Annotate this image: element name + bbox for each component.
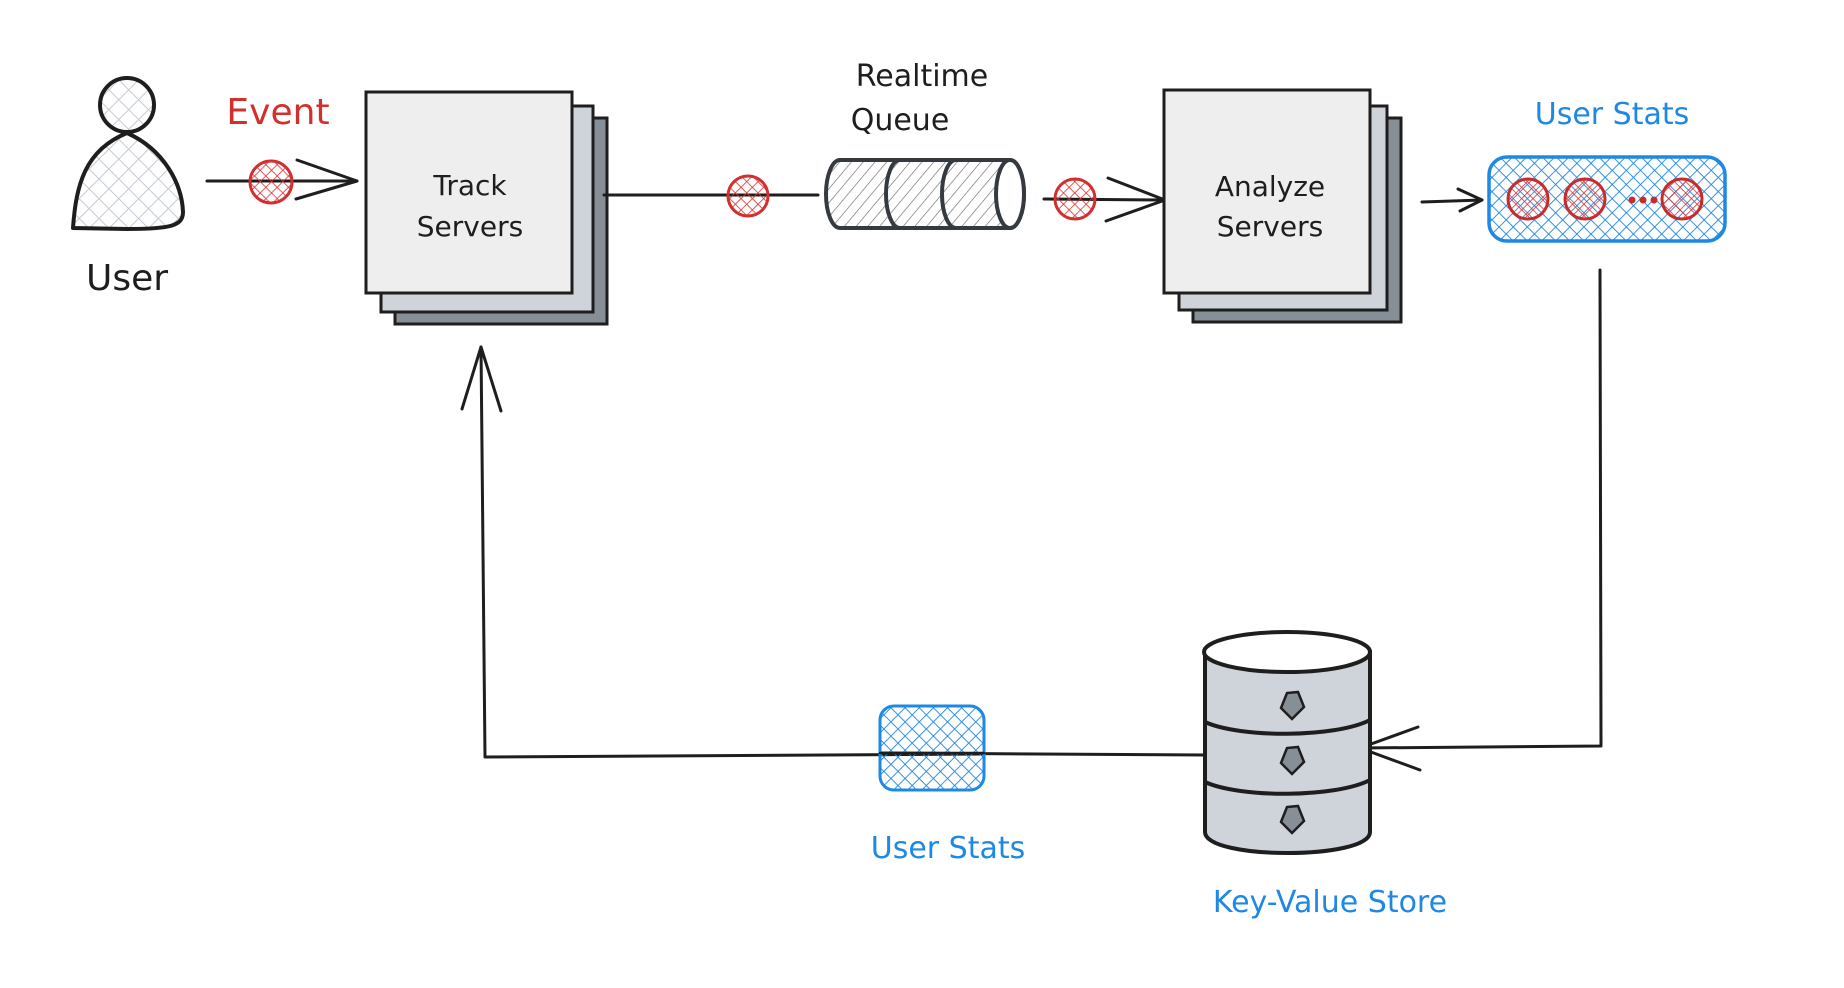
user-label: User — [86, 258, 168, 299]
event-dot — [248, 159, 294, 205]
queue-cylinder-icon — [824, 158, 1026, 230]
event-label: Event — [226, 92, 329, 133]
user-stats-bottom-label: User Stats — [871, 831, 1026, 866]
stat-item-dot — [1563, 177, 1607, 221]
kv-store-label: Key-Value Store — [1213, 885, 1447, 920]
ellipsis-dot — [1628, 196, 1636, 204]
user-stats-top-label: User Stats — [1535, 97, 1690, 132]
database-icon — [1202, 630, 1372, 855]
event-dot — [726, 174, 770, 218]
track-servers-label-line1: Track — [432, 169, 507, 202]
analyze-servers-label-line1: Analyze — [1215, 170, 1325, 203]
realtime-queue-node[interactable]: Realtime Queue — [824, 59, 1026, 230]
arrow-stats-to-kv-store — [1358, 268, 1603, 772]
user-stats-container — [1487, 155, 1727, 243]
user-stats-top-node[interactable]: User Stats — [1487, 97, 1727, 243]
track-servers-node[interactable]: Track Servers — [364, 90, 609, 326]
user-icon — [71, 76, 185, 231]
queue-label-line1: Realtime — [856, 59, 988, 94]
event-dot — [1053, 177, 1097, 221]
stat-item-dot — [1506, 177, 1550, 221]
stat-item-dot — [1660, 177, 1704, 221]
analyze-servers-label-line2: Servers — [1217, 210, 1323, 243]
kv-store-node[interactable]: Key-Value Store — [1202, 630, 1447, 920]
arrow-kv-store-to-track — [460, 345, 1207, 759]
queue-label-line2: Queue — [851, 103, 950, 138]
user-node[interactable]: User — [71, 76, 185, 299]
ellipsis-dot — [1650, 196, 1658, 204]
analyze-servers-node[interactable]: Analyze Servers — [1162, 88, 1403, 324]
user-stats-bottom-node[interactable]: User Stats — [871, 704, 1026, 866]
ellipsis-dot — [1639, 196, 1647, 204]
arrow-analyze-to-stats — [1420, 187, 1484, 213]
user-stats-packet-icon — [878, 704, 986, 792]
server-stack-layer-1 — [364, 90, 574, 295]
track-servers-label-line2: Servers — [417, 210, 523, 243]
server-stack-layer-1 — [1162, 88, 1372, 295]
